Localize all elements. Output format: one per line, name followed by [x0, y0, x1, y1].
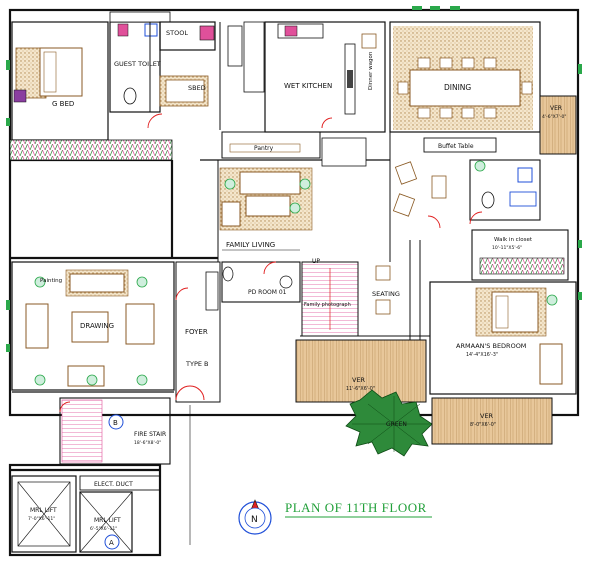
guest-toilet-wc — [123, 87, 137, 105]
dining-room: DINING — [389, 21, 541, 133]
lift-core: MRL LIFT 7'-0"X6'-11" MRL LIFT 6'-5"X6'-… — [11, 475, 161, 553]
seating-area: SEATING — [372, 265, 400, 315]
lift-a-marker — [104, 534, 120, 550]
mrl-lift-1-label: MRL LIFT — [30, 507, 57, 514]
internal-staircase: UP Family photograph — [301, 258, 359, 337]
fire-stair-label: FIRE STAIR — [134, 431, 166, 438]
g-bed-room: G BED — [9, 21, 173, 161]
sbed-label: SBED — [188, 84, 206, 92]
g-bed-label: G BED — [52, 100, 74, 108]
pd-room: PD ROOM 01 — [221, 261, 301, 303]
buffet-table: Buffet Table — [423, 137, 497, 153]
dining-label: DINING — [444, 83, 471, 92]
ver-top-right-label: VER — [550, 105, 562, 112]
seating-label: SEATING — [372, 290, 400, 298]
ver-center-size: 11'-6"X6'-0" — [346, 386, 375, 392]
north-compass: N — [238, 499, 272, 535]
ver-bottom-right: VER 8'-0"X6'-0" — [431, 397, 553, 445]
mrl-lift-2-size: 6'-5"X6'-11" — [90, 526, 117, 532]
green-planter: GREEN — [345, 389, 433, 457]
mrl-lift-2-label: MRL LIFT — [94, 517, 121, 524]
fire-stair-size: 18'-6"X8'-0" — [134, 440, 161, 446]
family-living-label: FAMILY LIVING — [226, 241, 275, 249]
walk-in-closet: Walk in closet 10'-11"X5'-6" — [471, 229, 569, 281]
wet-kitchen-label: WET KITCHEN — [284, 82, 332, 90]
foyer: FOYER TYPE B — [175, 261, 221, 545]
partitions — [149, 22, 430, 340]
armaans-bedroom: ARMAAN'S BEDROOM 14'-4"X16'-3" — [429, 281, 577, 395]
drawing-room: Painting DRAWING — [11, 261, 175, 393]
pd-room-label: PD ROOM 01 — [248, 289, 287, 296]
dinner-wagon-label: Dinner wagon — [368, 51, 374, 90]
lift-a-letter: A — [109, 539, 114, 547]
walk-in-closet-size: 10'-11"X5'-6" — [492, 245, 522, 251]
buffet-table-label: Buffet Table — [438, 143, 474, 150]
ver-bottom-right-size: 8'-0"X6'-0" — [470, 422, 496, 428]
fire-stair: B FIRE STAIR 18'-6"X8'-0" — [59, 397, 171, 465]
side-chairs — [392, 160, 486, 217]
ver-center-label: VER — [352, 376, 366, 384]
master-toilet — [469, 159, 541, 221]
door-swings — [59, 113, 483, 413]
pantry-label: Pantry — [254, 145, 274, 152]
ver-top-right: VER 4'-6"X7'-0" — [539, 95, 577, 155]
family-photograph-label: Family photograph — [304, 302, 351, 308]
stair-b-letter: B — [113, 419, 118, 427]
foyer-label: FOYER — [185, 328, 208, 336]
elect-duct-label: ELECT. DUCT — [94, 481, 133, 488]
guest-toilet-label: GUEST TOILET — [114, 60, 161, 68]
stool-label: STOOL — [166, 29, 188, 37]
type-b-label: TYPE B — [185, 360, 209, 368]
dining-table — [409, 69, 521, 107]
compass-letter: N — [251, 515, 258, 525]
mrl-lift-1-size: 7'-0"X6'-11" — [28, 516, 55, 522]
armaans-bedroom-size: 14'-4"X16'-3" — [466, 352, 498, 358]
green-label: GREEN — [386, 421, 407, 428]
guest-toilet-area: GUEST TOILET STOOL SBED — [109, 11, 265, 113]
walk-in-closet-label: Walk in closet — [494, 237, 533, 243]
ver-center: VER 11'-6"X6'-0" — [295, 339, 427, 403]
stair-b-marker — [108, 414, 124, 430]
wet-kitchen: WET KITCHEN Dinner wagon — [264, 21, 386, 133]
up-label: UP — [312, 258, 320, 265]
family-living: FAMILY LIVING — [219, 137, 367, 251]
window-markers — [6, 6, 582, 352]
drawing-label: DRAWING — [80, 322, 114, 330]
painting-label: Painting — [40, 278, 62, 284]
ver-bottom-right-label: VER — [480, 412, 494, 420]
ver-top-right-size: 4'-6"X7'-0" — [542, 114, 566, 120]
plan-title: PLAN OF 11TH FLOOR — [285, 500, 427, 515]
armaans-bedroom-label: ARMAAN'S BEDROOM — [456, 342, 526, 350]
